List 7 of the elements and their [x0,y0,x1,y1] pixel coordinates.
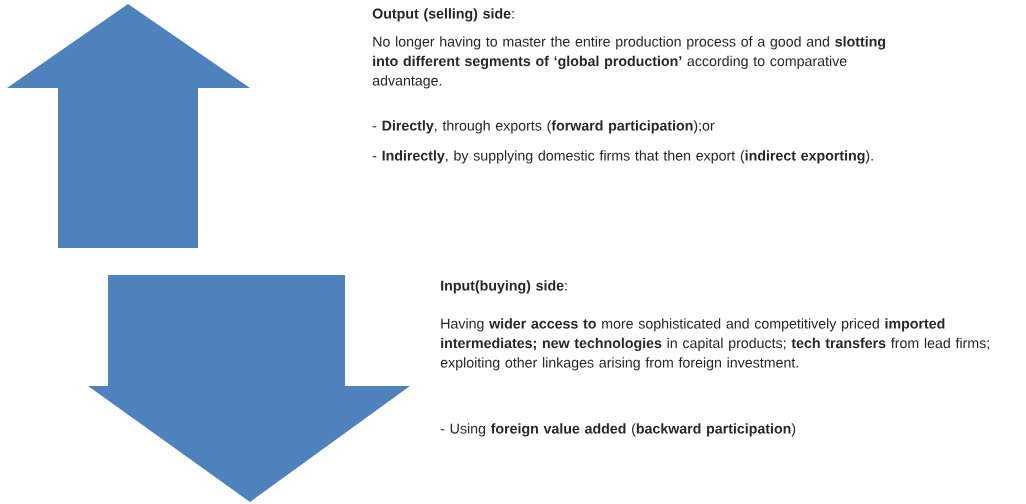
bullet-text: - Indirectly, by supplying domestic firms that then export (indirect exporting). [372,150,873,164]
paragraph: No longer having to master the entire production process of a good and slotting into different segments of ‘global production’ according to comparative advantage. [372,36,886,89]
bullet-text: - Directly, through exports (forward participation);or [372,120,715,134]
section-heading: Output (selling) side: [372,8,514,22]
bullet-text: - Using foreign value added (backward participation) [440,423,796,437]
paragraph: Having wider access to more sophisticated and competitively priced imported intermediates; new technologies in capital products; tech transfers from lead firms; exploiting other linkages arising from foreign investment. [440,318,989,371]
section-heading: Input(buying) side: [441,280,567,294]
